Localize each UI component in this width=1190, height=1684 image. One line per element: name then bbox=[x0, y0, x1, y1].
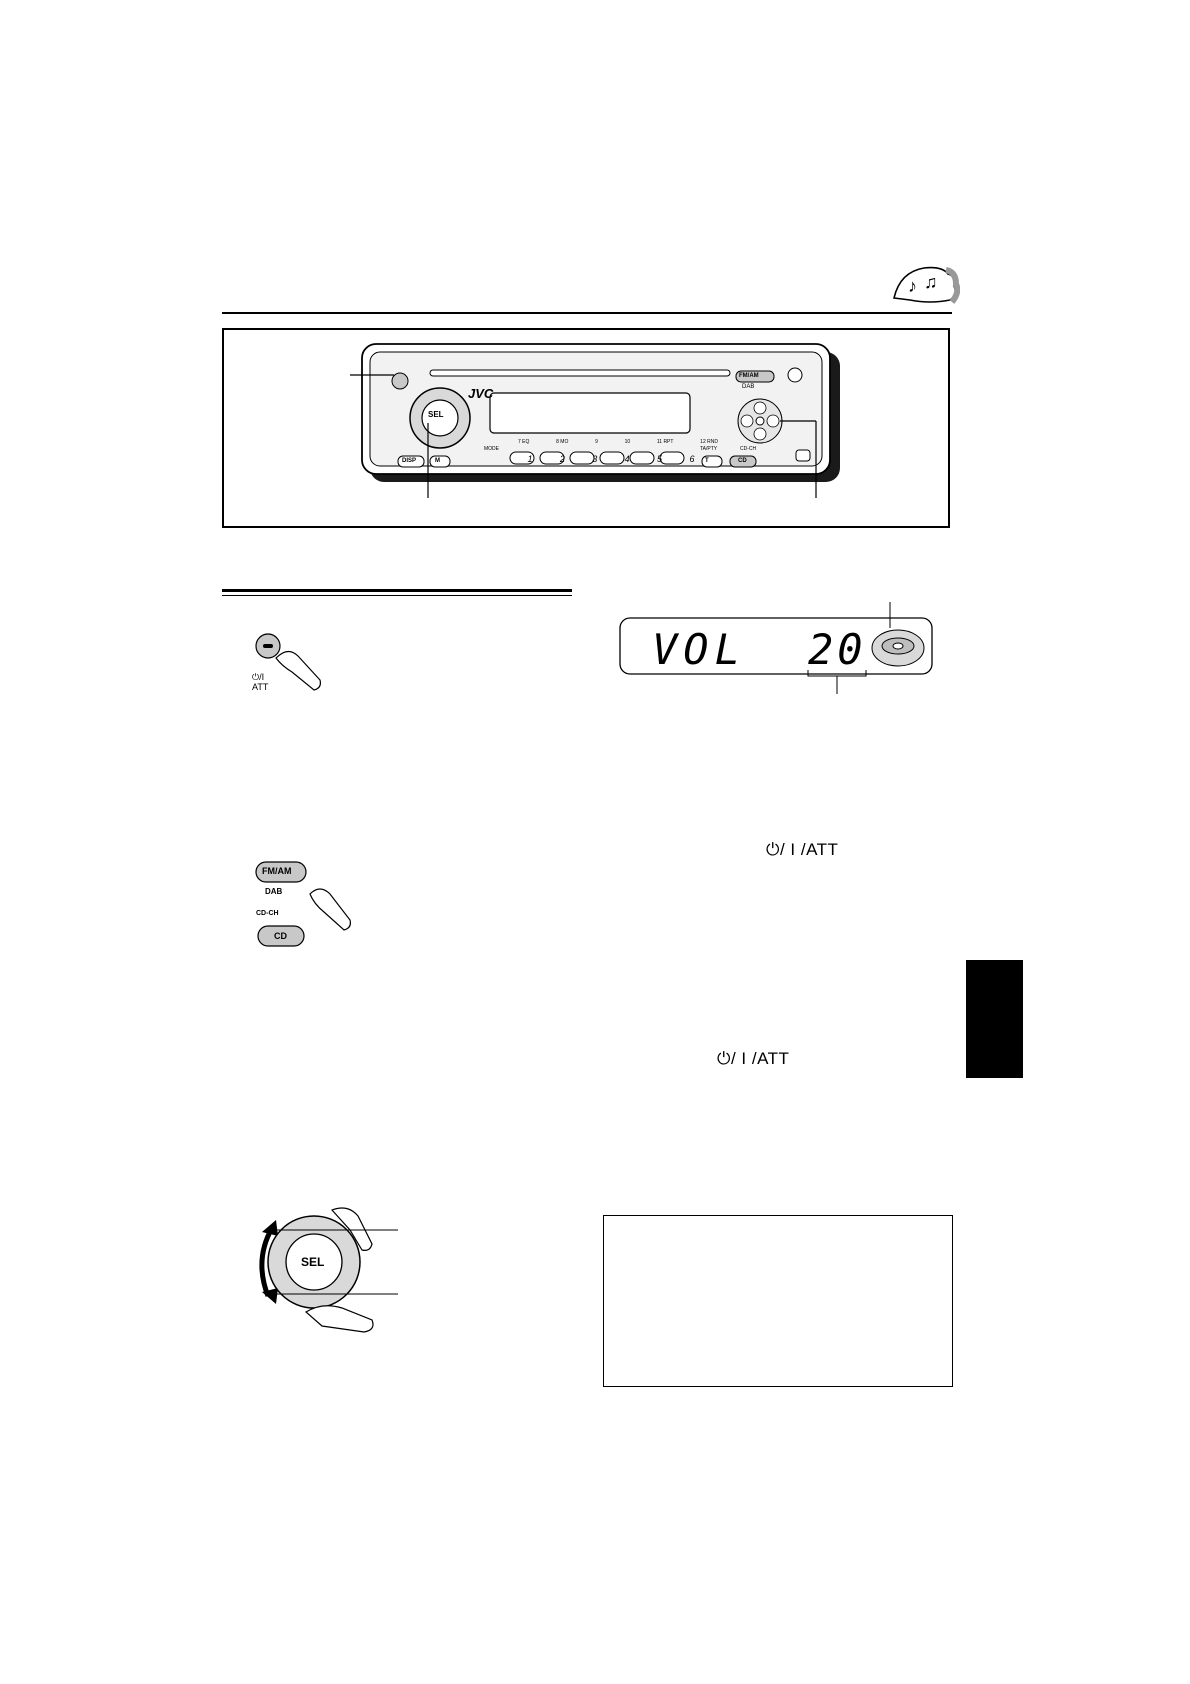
att-reference-2: ⏻/ I /ATT bbox=[717, 1049, 790, 1068]
preset-label: 12 RND bbox=[700, 439, 718, 445]
svg-text:♫: ♫ bbox=[924, 272, 938, 292]
volume-display-illustration bbox=[619, 602, 933, 694]
faceplate-cd-label: CD bbox=[738, 458, 747, 464]
preset-button[interactable]: 4 bbox=[624, 454, 630, 464]
language-tab bbox=[966, 960, 1023, 1078]
preset-label: 11 RPT bbox=[656, 439, 674, 445]
volume-knob-illustration bbox=[259, 1207, 398, 1333]
preset-label: 8 MO bbox=[556, 439, 569, 445]
power-button-label: ⏻/I ATT bbox=[252, 672, 268, 692]
preset-button[interactable]: 3 bbox=[592, 454, 598, 464]
faceplate-cdch-label: CD-CH bbox=[740, 446, 757, 452]
power-label-line2: ATT bbox=[252, 682, 269, 692]
faceplate-figure-frame bbox=[222, 328, 950, 528]
cd-button-label: CD bbox=[274, 931, 287, 941]
display-vol-text: VOL bbox=[652, 625, 746, 674]
music-notes-icon: ♪ ♫ bbox=[893, 266, 960, 304]
faceplate-taptv-label: TA/PTY bbox=[700, 446, 718, 452]
preset-button[interactable]: 2 bbox=[559, 454, 565, 464]
source-buttons-illustration bbox=[255, 861, 351, 947]
svg-text:♪: ♪ bbox=[908, 276, 917, 296]
section-rule-thin bbox=[222, 595, 572, 596]
note-box bbox=[603, 1215, 953, 1387]
cdch-label: CD-CH bbox=[256, 910, 279, 917]
preset-label-row: 7 EQ 8 MO 9 10 11 RPT 12 RND bbox=[518, 439, 718, 445]
faceplate-m-label: M bbox=[435, 458, 440, 464]
preset-label: 9 bbox=[595, 439, 598, 445]
faceplate-fmam-label: FM/AM bbox=[739, 373, 759, 379]
faceplate-sel-label: SEL bbox=[428, 410, 444, 419]
brand-logo: JVC bbox=[468, 386, 494, 401]
faceplate-disp-label: DISP bbox=[402, 458, 417, 464]
section-rule bbox=[222, 589, 572, 592]
faceplate-t-label: T bbox=[705, 458, 709, 464]
knob-sel-label: SEL bbox=[301, 1255, 325, 1269]
car-stereo-faceplate bbox=[350, 343, 840, 498]
power-button-illustration bbox=[255, 633, 321, 691]
faceplate-mode-label: MODE bbox=[484, 446, 499, 452]
preset-button[interactable]: 1 bbox=[527, 454, 533, 464]
faceplate-dab-label: DAB bbox=[742, 384, 755, 390]
preset-label: 7 EQ bbox=[518, 439, 530, 445]
att-reference-1: ⏻/ I /ATT bbox=[766, 840, 839, 859]
preset-button[interactable]: 6 bbox=[689, 454, 695, 464]
display-vol-value: 20 bbox=[808, 625, 867, 674]
dab-label: DAB bbox=[265, 887, 283, 896]
preset-label: 10 bbox=[624, 439, 631, 445]
preset-button[interactable]: 5 bbox=[657, 454, 663, 464]
header-rule bbox=[222, 312, 952, 314]
power-label-line1: ⏻/I bbox=[252, 672, 265, 682]
preset-button-row: 1 2 3 4 5 6 bbox=[518, 454, 704, 464]
fmam-button-label: FM/AM bbox=[262, 866, 292, 876]
